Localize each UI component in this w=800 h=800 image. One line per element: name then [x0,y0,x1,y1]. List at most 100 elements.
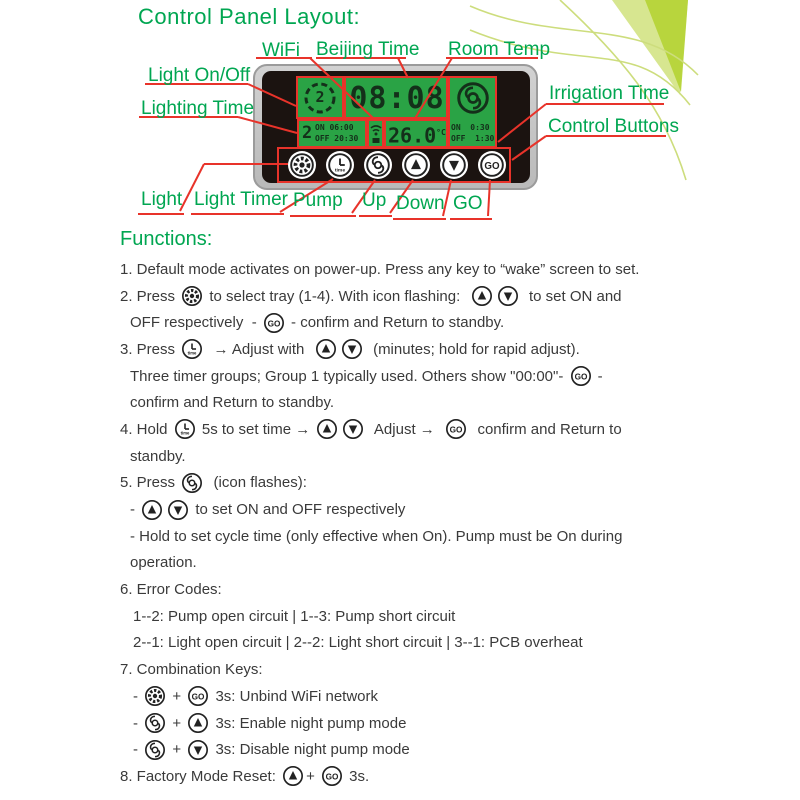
svg-text:GO: GO [574,372,587,381]
svg-text:GO: GO [267,319,280,328]
lcd-light-icon: 2 [301,79,339,117]
inline-down-icon [343,419,364,440]
function-text: + [306,767,320,785]
function-text: + [168,687,186,705]
lcd-tray-indicator: 2 [315,88,325,106]
label-wifi: WiFi [262,40,300,61]
lcd-lighting-off: OFF 20:30 [315,134,359,143]
function-text: - [133,714,143,732]
label-control-buttons: Control Buttons [548,116,679,137]
svg-text:GO: GO [450,426,463,435]
svg-text:time: time [180,431,189,436]
functions-list: 1. Default mode activates on power-up. P… [120,256,792,790]
function-text: - Hold to set cycle time (only effective… [130,527,623,545]
function-line: - to set ON and OFF respectively [130,496,792,523]
function-text: 8. Factory Mode Reset: [120,767,281,785]
function-text: to select tray (1-4). With icon flashing… [205,287,469,305]
lcd-lighting-tray-digit: 2 [302,123,313,143]
function-text: OFF respectively - [130,314,261,332]
function-text: confirm and Return to [469,420,622,438]
inline-up-icon [142,499,163,520]
function-line: 5. Press (icon flashes): [120,470,792,497]
function-text: 3. Press [120,340,180,358]
light-timer-button: time [326,151,354,179]
inline-down-icon [188,739,209,760]
function-text: + [168,714,186,732]
function-text: → Adjust with [205,340,313,358]
function-text: + [168,741,186,759]
function-text: Three timer groups; Group 1 typically us… [130,367,568,385]
function-line: standby. [130,443,792,470]
function-line: 4. Hold time 5s to set time → Adjust → G… [120,416,792,443]
up-button [402,151,430,179]
inline-up-icon [315,339,336,360]
label-down: Down [396,193,445,214]
label-pump: Pump [293,190,343,211]
function-line: 1--2: Pump open circuit | 1--3: Pump sho… [133,603,792,630]
inline-go-icon: GO [570,366,591,387]
lcd-lighting-on: ON 06:00 [315,123,354,132]
function-text: 3s: Unbind WiFi network [211,687,379,705]
function-text: to set ON and OFF respectively [191,501,406,519]
label-room-temp: Room Temp [448,39,551,60]
svg-text:time: time [188,351,197,356]
temp-value: 26.0 [388,123,437,148]
down-button [440,151,468,179]
lcd-irrigation-times: ON 0:30 OFF 1:30 [451,122,494,144]
function-text: 5s to set time → [197,420,315,438]
inline-up-icon [317,419,338,440]
function-line: 3. Press time → Adjust with (minutes; ho… [120,336,792,363]
function-text: - [133,741,143,759]
clock-region-outline [344,76,448,119]
light-region-outline [296,76,344,119]
lcd-wifi-icon [369,121,383,146]
function-line: - Hold to set cycle time (only effective… [130,523,792,550]
inline-up-icon [188,713,209,734]
inline-go-icon: GO [263,312,284,333]
label-go: GO [453,193,483,214]
function-line: 8. Factory Mode Reset: + GO 3s. [120,763,792,790]
function-line: OFF respectively - GO - confirm and Retu… [130,309,792,336]
function-text: (minutes; hold for rapid adjust). [364,340,580,358]
label-light-timer: Light Timer [194,189,288,210]
svg-text:GO: GO [192,693,205,702]
function-text: 3s. [345,767,370,785]
inline-down-icon [497,286,518,307]
leaf-swoosh-decoration [469,0,699,181]
function-text: to set ON and [520,287,622,305]
inline-up-icon [471,286,492,307]
inline-pump-icon [145,739,166,760]
functions-heading: Functions: [120,228,213,250]
inline-go-icon: GO [446,419,467,440]
function-text: - [593,367,603,385]
light-button [288,151,316,179]
function-text: standby. [130,447,186,465]
svg-text:GO: GO [326,773,339,782]
function-line: 2. Press to select tray (1-4). With icon… [120,283,792,310]
function-text: 4. Hold [120,420,172,438]
function-text: operation. [130,554,197,572]
function-line: - + 3s: Enable night pump mode [133,710,792,737]
pump-button [364,151,392,179]
function-text: confirm and Return to standby. [130,394,334,412]
inline-timer-icon: time [182,339,203,360]
function-text: 2--1: Light open circuit | 2--2: Light s… [133,634,583,652]
inline-pump-icon [145,713,166,734]
label-light-onoff: Light On/Off [148,65,251,86]
label-irrigation-time: Irrigation Time [549,83,670,104]
temp-unit: °C [436,128,446,137]
function-line: operation. [130,550,792,577]
function-text: 1--2: Pump open circuit | 1--3: Pump sho… [133,607,456,625]
inline-up-icon [283,766,304,787]
svg-text:GO: GO [484,161,500,172]
function-text: - [130,501,140,519]
function-line: 1. Default mode activates on power-up. P… [120,256,792,283]
page-title: Control Panel Layout: [138,4,361,29]
label-up: Up [362,190,387,211]
function-text: - [133,687,143,705]
label-lighting-time: Lighting Time [141,98,255,119]
function-text: 7. Combination Keys: [120,661,263,679]
function-line: - + 3s: Disable night pump mode [133,736,792,763]
function-text: Adjust → [366,420,444,438]
